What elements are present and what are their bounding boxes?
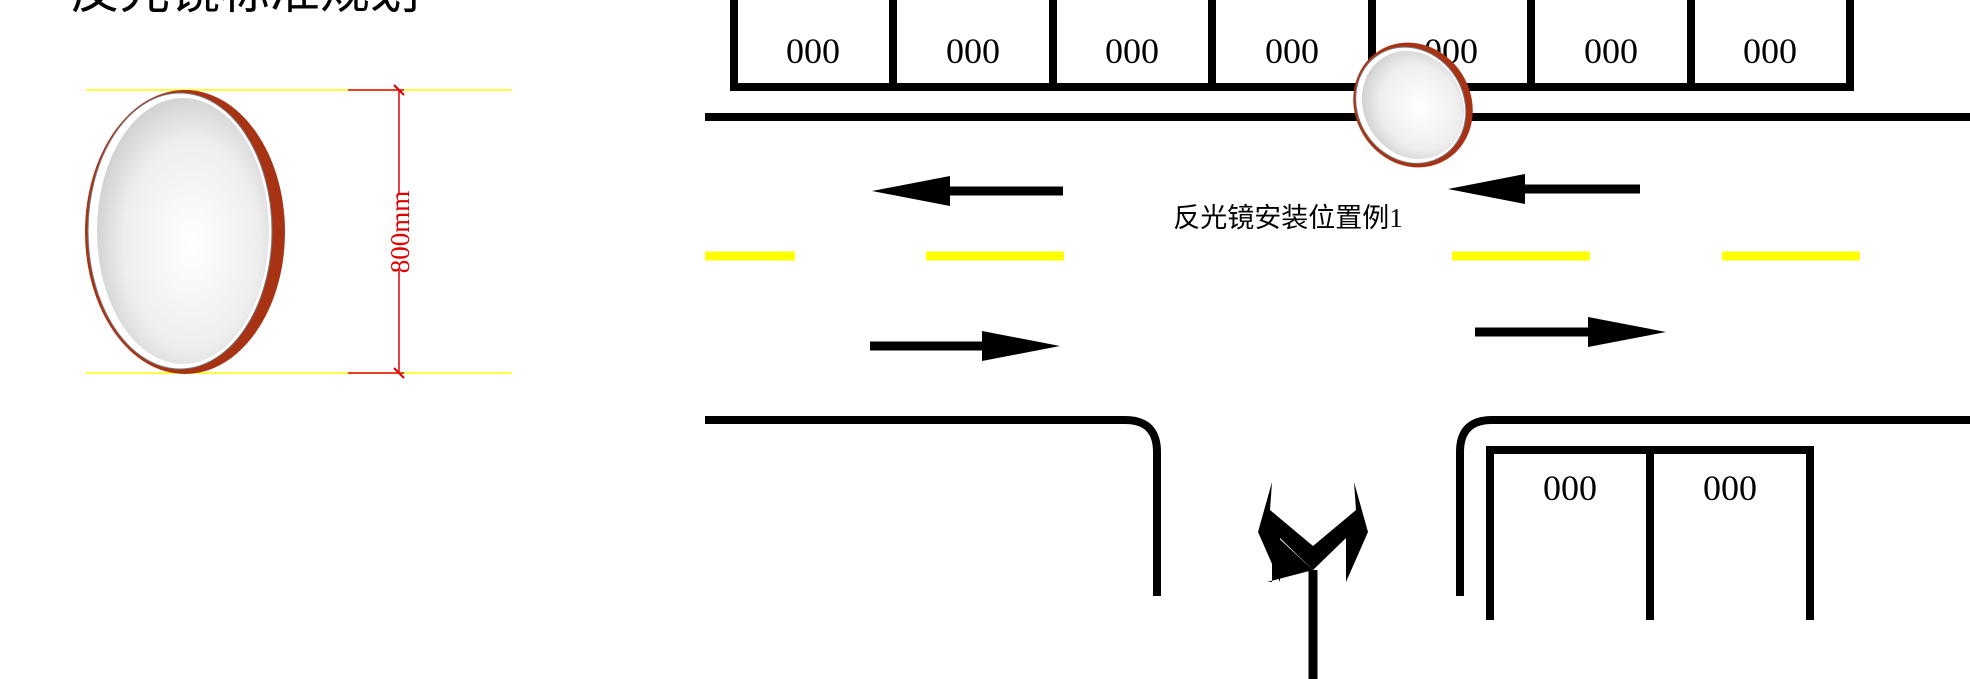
lower-right-road-edge — [1456, 416, 1970, 596]
diagram-caption: 反光镜安装位置例1 — [1173, 203, 1403, 233]
parking-slot-label: 000 — [946, 31, 1000, 71]
dimension-label: 800mm — [385, 191, 415, 274]
dimension-marker: 800mm — [348, 84, 415, 379]
convex-mirror-icon — [1353, 42, 1473, 168]
intersection-diagram: 000 000 000 000 000 000 000 — [705, 0, 1970, 679]
mirror-detail: 反光镜标准规划 800mm — [70, 0, 512, 379]
arrow-icon — [1448, 174, 1640, 204]
parking-slot-label: 000 — [1105, 31, 1159, 71]
parking-slot-label: 000 — [1265, 31, 1319, 71]
parking-slot-label: 000 — [1703, 468, 1757, 508]
top-parking-row: 000 000 000 000 000 000 000 — [730, 0, 1854, 91]
parking-slot-label: 000 — [786, 31, 840, 71]
bottom-parking-row: 000 000 — [1486, 446, 1814, 620]
parking-slot-label: 000 — [1743, 31, 1797, 71]
mirror-detail-heading: 反光镜标准规划 — [70, 0, 420, 19]
arrow-icon — [872, 176, 1063, 206]
parking-slot-label: 000 — [1584, 31, 1638, 71]
split-turn-arrow-icon — [1258, 482, 1368, 679]
convex-mirror-icon — [85, 90, 285, 374]
lower-left-road-edge — [705, 416, 1161, 596]
parking-slot-label: 000 — [1543, 468, 1597, 508]
arrow-icon — [1475, 317, 1666, 347]
arrow-icon — [870, 331, 1060, 361]
